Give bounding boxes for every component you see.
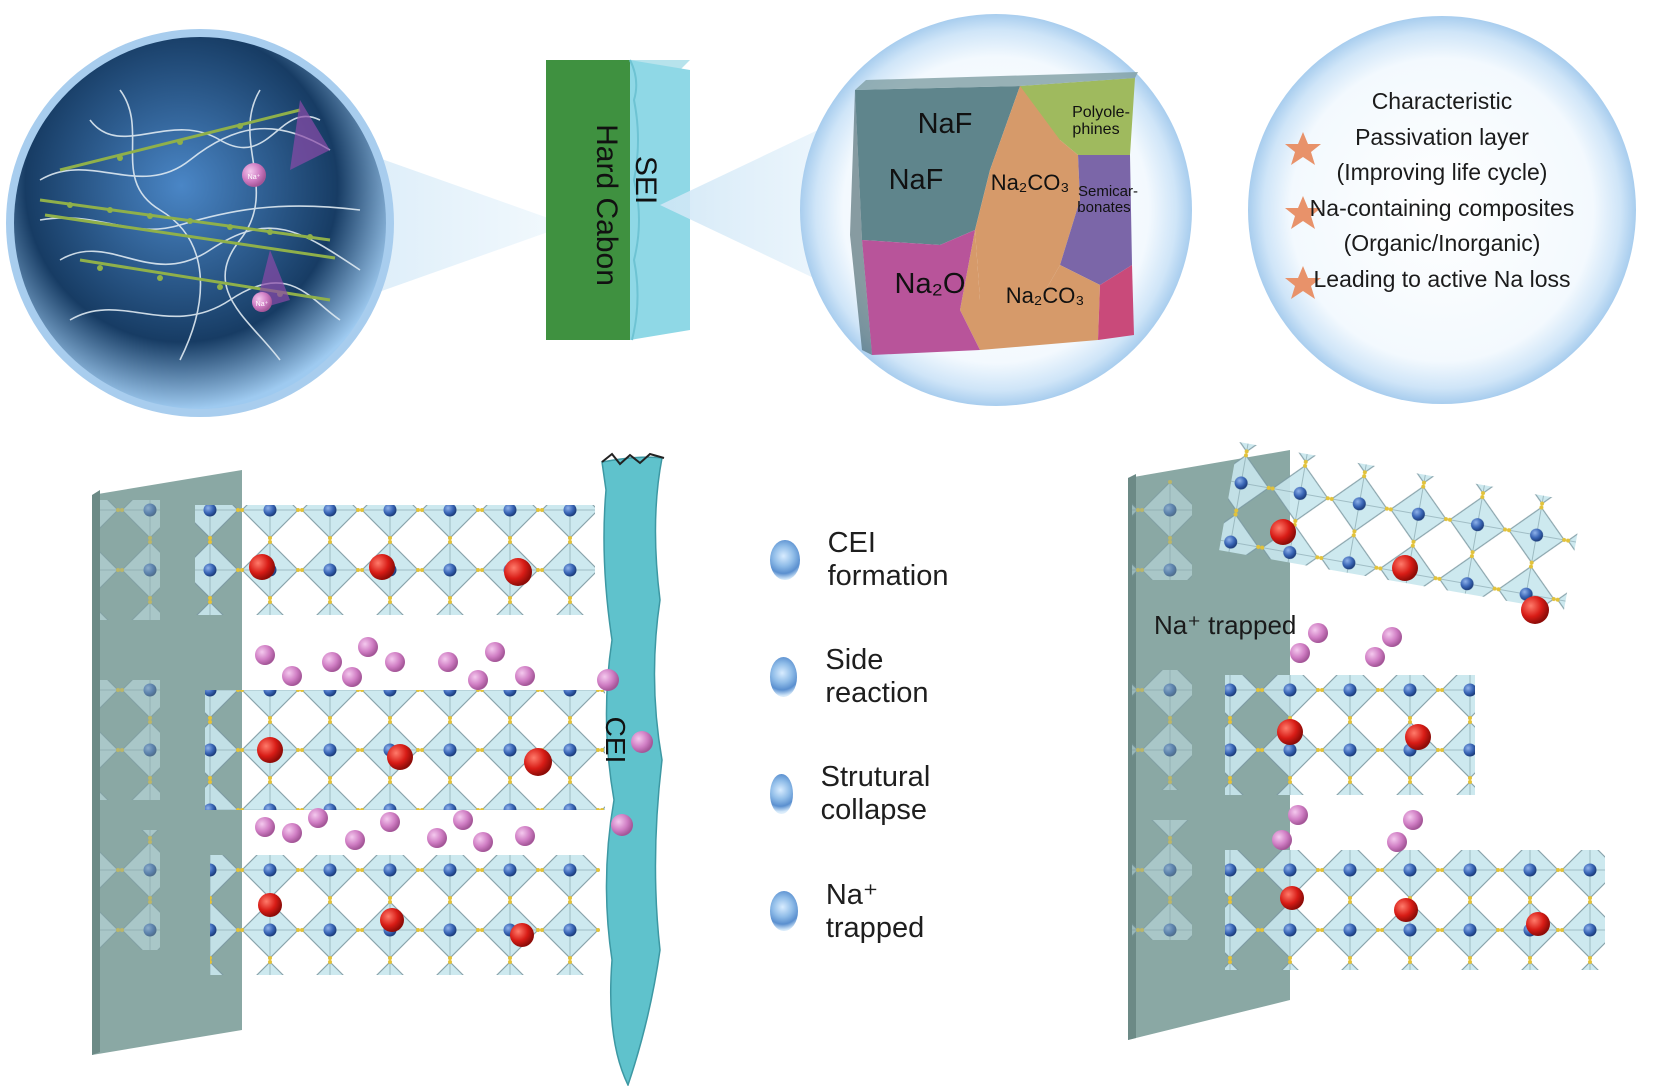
grain-na2o <box>862 230 980 355</box>
blue-sphere-icon <box>770 774 793 814</box>
star-icons <box>1285 132 1321 299</box>
transition-metal-ions <box>1270 519 1550 936</box>
characteristic-line-1: Passivation layer <box>1355 123 1529 150</box>
grain-naf <box>855 86 1020 245</box>
characteristic-line-4: (Organic/Inorganic) <box>1343 230 1541 256</box>
grain-semicarbonates <box>1060 155 1132 285</box>
octahedra-layer <box>1219 441 1583 611</box>
na-ion-label-2: Na⁺ <box>256 301 269 308</box>
blue-sphere-icon <box>770 540 800 580</box>
legend-label: CEI formation <box>827 527 949 592</box>
semicarbonates-label-1: Semicar- <box>1078 183 1138 200</box>
star-icon <box>1285 132 1321 165</box>
na2o-label: Na₂O <box>895 268 966 300</box>
transition-metal-ions <box>249 554 552 947</box>
hard-carbon-layer <box>546 60 630 340</box>
naf-label-1: NaF <box>918 108 973 140</box>
cathode-right <box>1128 441 1605 1040</box>
semicarbonates-label-2: bonates <box>1077 199 1130 216</box>
blue-sphere-icon <box>770 657 798 697</box>
legend-item-side-reaction: Side reaction <box>770 644 941 709</box>
polyolephines-label-2: phines <box>1072 121 1119 138</box>
legend-item-structural-collapse: Strutural collapse <box>770 761 948 826</box>
polyolephines-label-1: Polyole- <box>1072 104 1130 121</box>
na-ion-label-1: Na⁺ <box>248 174 261 181</box>
characteristic-line-3: Na-containing composites <box>1309 194 1575 221</box>
naf-label-2: NaF <box>889 164 944 196</box>
sodium-ions <box>255 637 535 852</box>
hard-carbon-sphere: Na⁺ Na⁺ <box>6 29 394 417</box>
legend-item-cei-formation: CEI formation <box>770 527 959 592</box>
legend-item-na-trapped: Na⁺ trapped <box>770 879 936 944</box>
characteristics-bubble <box>1248 16 1636 404</box>
grain-na2co3-upper <box>975 86 1080 300</box>
na2co3-label-1: Na₂CO₃ <box>991 170 1070 195</box>
sodium-ions <box>1272 623 1423 852</box>
characteristic-title: Characteristic <box>1371 88 1513 114</box>
na-trapped-label: Na⁺ trapped <box>1154 610 1297 640</box>
legend-label: Na⁺ trapped <box>825 879 925 944</box>
characteristic-line-2: (Improving life cycle) <box>1336 159 1548 185</box>
star-icon <box>1285 266 1321 299</box>
cei-layer <box>601 456 663 1086</box>
sei-label: SEI <box>629 156 662 204</box>
cei-label: CEI <box>600 717 631 764</box>
electrode-slab: SEI Hard Cabon <box>546 59 690 341</box>
cathode-left: CEI <box>92 452 665 1086</box>
grain-na2co3-lower <box>960 230 1100 350</box>
blue-sphere-icon <box>770 891 798 931</box>
sei-layer <box>630 60 690 340</box>
hard-carbon-label: Hard Cabon <box>590 124 623 286</box>
star-icon <box>1285 196 1321 229</box>
legend-label: Side reaction <box>825 644 929 709</box>
sei-composition-bubble: NaF NaF Na₂CO₃ Na₂CO₃ Na₂O Polyole- phin… <box>800 14 1192 406</box>
characteristics-list: Characteristic Passivation layer (Improv… <box>1262 84 1622 297</box>
characteristic-line-5: Leading to active Na loss <box>1313 265 1571 292</box>
legend-label: Strutural collapse <box>820 761 931 826</box>
octahedra-layer <box>1225 675 1475 795</box>
na2co3-label-2: Na₂CO₃ <box>1006 283 1085 308</box>
